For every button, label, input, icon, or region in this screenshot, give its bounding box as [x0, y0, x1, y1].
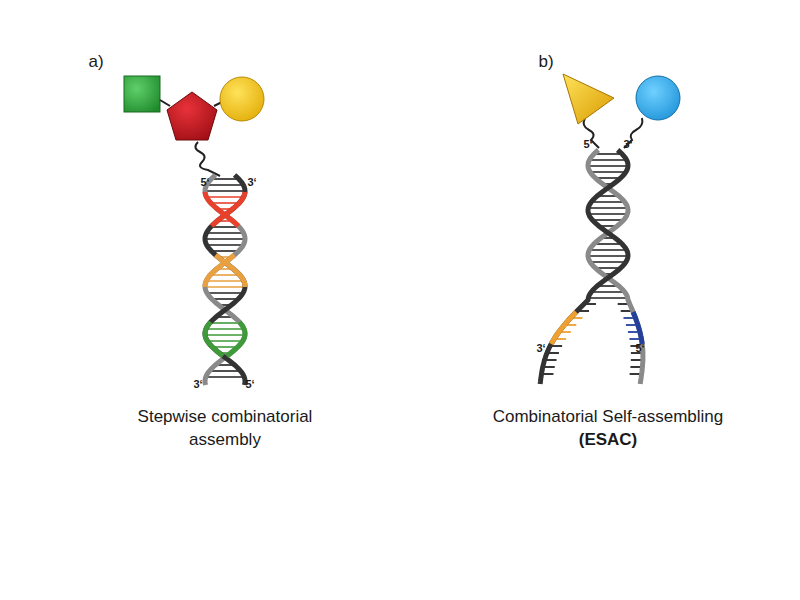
coded-segment [633, 312, 642, 344]
coded-segment [205, 322, 223, 356]
green-square [124, 76, 160, 112]
strand-end: 5‘ [200, 176, 209, 188]
base-pair [211, 226, 240, 228]
strand [540, 150, 628, 384]
base-pair [591, 291, 624, 293]
base-pair [210, 322, 240, 324]
dna-helix [540, 150, 643, 384]
base-pair [206, 280, 244, 282]
yellow-circle [220, 77, 264, 121]
base-pair [207, 184, 244, 186]
base-pair [206, 232, 243, 234]
base-pair [590, 261, 626, 263]
strand-end: 5‘ [583, 138, 592, 150]
coded-segment [205, 255, 234, 287]
base-pair [206, 328, 244, 330]
base-pair [207, 244, 244, 246]
base-pair [589, 159, 626, 161]
base-pair [205, 334, 245, 336]
dna-helix [205, 175, 245, 385]
strand [205, 175, 245, 385]
base-pair [588, 207, 627, 209]
base-pair [588, 255, 628, 257]
coded-segment [227, 322, 245, 356]
yellow-triangle [563, 74, 614, 124]
panel-letter: a) [88, 52, 103, 72]
strand-end: 5‘ [635, 342, 644, 354]
blue-circle [636, 76, 680, 120]
base-pair [589, 213, 628, 215]
base-pair [205, 190, 245, 192]
base-pair [592, 219, 623, 221]
coded-segment [551, 312, 576, 344]
coded-segment [205, 192, 238, 226]
base-pair [205, 286, 245, 288]
base-pair [211, 202, 239, 204]
base-pair [206, 196, 243, 198]
strand-end: 3‘ [193, 378, 202, 390]
base-pair [589, 249, 626, 251]
panel-letter: b) [538, 52, 553, 72]
red-pentagon [167, 92, 217, 140]
linker [195, 142, 220, 176]
strand-end: 3‘ [536, 342, 545, 354]
strand-end: 3‘ [623, 138, 632, 150]
strand [205, 175, 245, 385]
base-pair [590, 171, 626, 173]
caption-text: Stepwise combinatorial assembly [125, 405, 325, 451]
base-pair [588, 297, 627, 299]
strand-end: 5‘ [245, 378, 254, 390]
base-pair [207, 292, 243, 294]
base-pair [205, 238, 245, 240]
caption-text: Combinatorial Self-assembling [493, 405, 724, 428]
base-pair [209, 370, 240, 372]
base-pair [207, 340, 242, 342]
base-pair [206, 376, 244, 378]
base-pair [588, 165, 628, 167]
base-pair [210, 274, 240, 276]
strand-end: 3‘ [247, 176, 256, 188]
caption-text: (ESAC) [579, 428, 638, 451]
base-pair [591, 201, 624, 203]
